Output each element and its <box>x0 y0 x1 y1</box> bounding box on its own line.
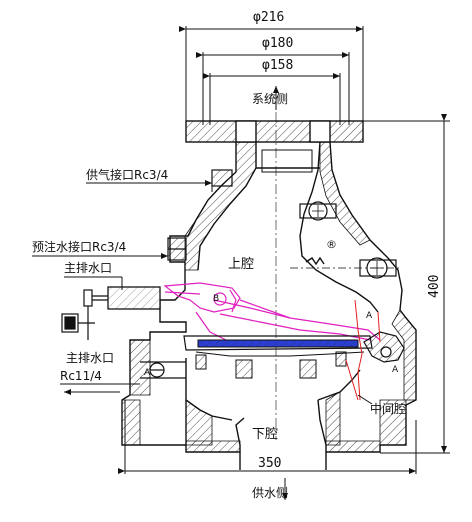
spring-symbol <box>305 256 325 266</box>
middle-chamber-leader <box>357 394 373 405</box>
drain-pipe <box>61 286 161 340</box>
middle-chamber-label: 中间腔 <box>370 401 406 416</box>
upper-chamber-label: 上腔 <box>228 257 254 272</box>
red-section-lines <box>345 299 381 401</box>
lower-drain-port <box>140 361 186 379</box>
valve-disc <box>183 335 373 379</box>
dimension-lines-top <box>179 26 364 125</box>
mark-r: ® <box>326 238 337 251</box>
main-drain-label: 主排水口 <box>66 351 114 365</box>
air-inlet-label: 供气接口Rc3/4 <box>86 167 168 182</box>
dim-180: φ180 <box>262 36 293 51</box>
mark-a1: A <box>366 311 373 321</box>
mark-a3: A <box>392 365 399 375</box>
dim-216: φ216 <box>253 10 284 25</box>
clapper-linkage <box>163 282 381 341</box>
dim-400: 400 <box>427 275 442 298</box>
main-drain-size-label: Rc11/4 <box>60 369 102 383</box>
supply-side-label: 供水侧 <box>252 486 288 500</box>
system-side-label: 系统侧 <box>252 92 288 106</box>
dimension-line-height <box>360 114 450 454</box>
mark-a2: A <box>144 368 151 378</box>
dim-350: 350 <box>258 456 281 471</box>
dim-158: φ158 <box>262 58 293 73</box>
lower-chamber-label: 下腔 <box>252 427 278 442</box>
prefill-inlet-label: 预注水接口Rc3/4 <box>32 239 126 254</box>
main-drain-top-label: 主排水口 <box>64 261 112 275</box>
body-hatching <box>121 141 417 453</box>
left-ports <box>167 169 233 261</box>
hinge <box>363 331 405 363</box>
mark-b: B <box>213 294 219 304</box>
